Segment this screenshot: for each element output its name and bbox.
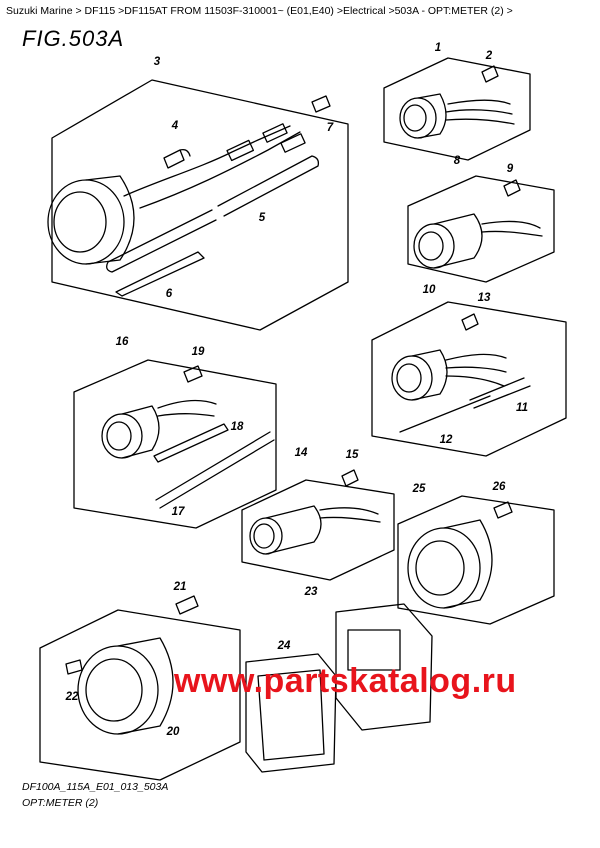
breadcrumb: Suzuki Marine > DF115 >DF115AT FROM 1150… [6, 5, 513, 17]
group-box-1 [383, 57, 531, 161]
bulb-19 [183, 365, 203, 383]
connector-3a [226, 139, 255, 162]
harness-16 [157, 399, 217, 417]
callout-15: 15 [345, 449, 359, 461]
harness-11 [469, 377, 531, 409]
harness-1 [445, 99, 515, 125]
bezel-24 [245, 653, 337, 773]
bulb-13 [461, 313, 479, 331]
tie-18 [153, 423, 229, 463]
bulb-15 [341, 469, 359, 487]
bulb-9 [503, 179, 521, 197]
gauge-10 [391, 355, 433, 401]
callout-17: 17 [171, 506, 185, 518]
callout-1: 1 [434, 42, 442, 54]
tube-5 [217, 155, 320, 217]
watermark: www.partskatalog.ru [174, 662, 517, 700]
callout-2: 2 [485, 50, 493, 62]
callout-7: 7 [326, 122, 334, 134]
group-box-3 [51, 79, 349, 331]
harness-8 [481, 220, 543, 237]
harness-12 [399, 395, 491, 433]
callout-20: 20 [166, 726, 180, 738]
callout-24: 24 [277, 640, 291, 652]
group-box-25 [397, 495, 555, 625]
callout-14: 14 [294, 447, 308, 459]
group-box-14 [241, 479, 395, 581]
callout-16: 16 [115, 336, 129, 348]
tie-6 [115, 251, 205, 297]
callout-8: 8 [453, 155, 461, 167]
group-box-16 [73, 359, 277, 529]
callout-4: 4 [171, 120, 179, 132]
group-box-8 [407, 175, 555, 283]
callout-13: 13 [477, 292, 491, 304]
drawing-title: OPT:METER (2) [22, 797, 99, 809]
bulb-4 [163, 148, 191, 169]
gauge-16 [101, 413, 143, 459]
bulb-21 [175, 595, 199, 615]
tube-17 [155, 431, 275, 509]
harness-3 [123, 125, 301, 209]
gauge-14 [249, 517, 283, 555]
figure-title: FIG.503A [22, 26, 125, 51]
callout-22: 22 [65, 691, 79, 703]
group-box-21 [39, 609, 241, 781]
callout-6: 6 [165, 288, 173, 300]
gauge-8 [413, 223, 455, 269]
bulb-7 [311, 95, 331, 113]
callout-11: 11 [516, 402, 528, 414]
bulb-2 [481, 65, 499, 83]
bulb-22 [65, 659, 83, 675]
harness-10 [445, 353, 507, 387]
harness-14 [319, 507, 381, 523]
callout-10: 10 [422, 284, 436, 296]
gauge-1 [399, 97, 437, 139]
callout-19: 19 [191, 346, 205, 358]
gauge-25 [407, 527, 481, 609]
callout-5: 5 [258, 212, 266, 224]
group-box-10 [371, 301, 567, 457]
callout-3: 3 [153, 56, 161, 68]
callout-25: 25 [412, 483, 426, 495]
callout-21: 21 [173, 581, 187, 593]
callout-18: 18 [230, 421, 244, 433]
bulb-26 [493, 501, 513, 519]
callout-23: 23 [304, 586, 318, 598]
callout-12: 12 [439, 434, 453, 446]
drawing-code: DF100A_115A_E01_013_503A [22, 781, 169, 793]
callout-9: 9 [506, 163, 514, 175]
tube-6 [106, 209, 217, 273]
callout-26: 26 [492, 481, 506, 493]
